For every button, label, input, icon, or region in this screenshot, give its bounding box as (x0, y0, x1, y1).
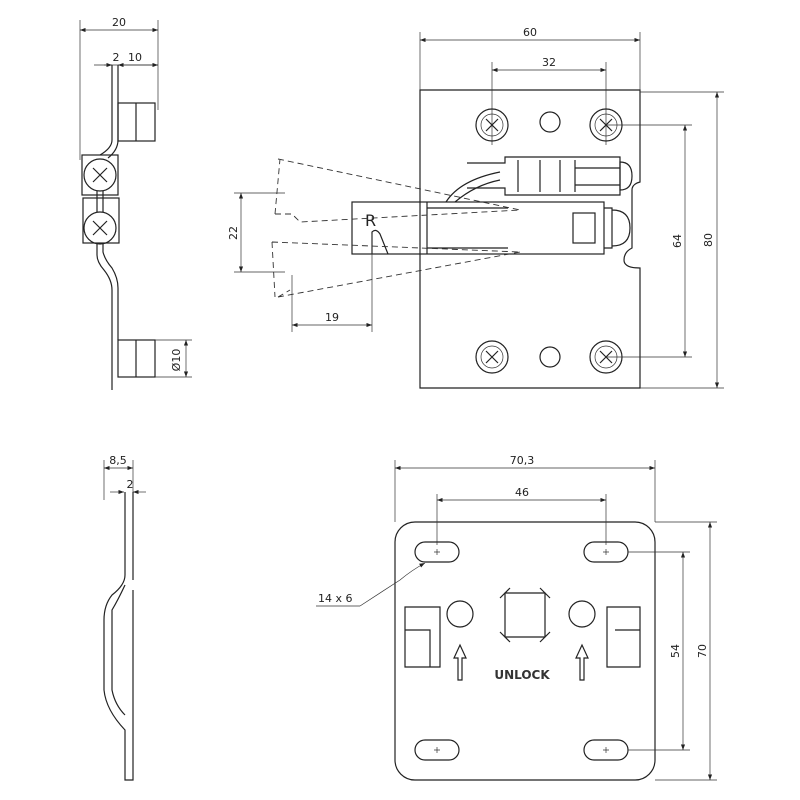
dim-offset: 10 (128, 51, 142, 64)
slot-label: 14 x 6 (318, 592, 353, 605)
dim-slot-spacing: 46 (515, 486, 529, 499)
slot-icon (414, 541, 629, 761)
bottom-side-view: 8,5 2 (103, 454, 146, 781)
unlock-marking: UNLOCK (494, 668, 550, 682)
bottom-front-view: 70,3 46 54 70 14 x 6 UNLOCK (316, 454, 717, 781)
dim-plate: 2 (127, 478, 134, 491)
dim-slot-vertical: 54 (669, 644, 682, 658)
dim-width: 60 (523, 26, 537, 39)
arrow-up-icon (575, 643, 589, 681)
dim-height: 70 (696, 644, 709, 658)
dim-total: 8,5 (109, 454, 127, 467)
arrow-up-icon (453, 643, 467, 681)
dim-plate: 2 (113, 51, 120, 64)
dim-width: 70,3 (510, 454, 535, 467)
top-front-view: 60 32 64 80 R 22 19 (227, 26, 724, 389)
dim-height: 80 (702, 233, 715, 247)
dim-hole-vertical: 64 (671, 234, 684, 248)
screw-icon (475, 108, 623, 374)
dim-swing: 22 (227, 226, 240, 240)
latch-marking: R (365, 211, 376, 230)
dim-reach: 19 (325, 311, 339, 324)
dim-hole-spacing: 32 (542, 56, 556, 69)
dim-width: 20 (112, 16, 126, 29)
dim-diameter: Ø10 (170, 349, 183, 372)
top-side-view: 20 2 10 Ø10 (79, 16, 192, 390)
